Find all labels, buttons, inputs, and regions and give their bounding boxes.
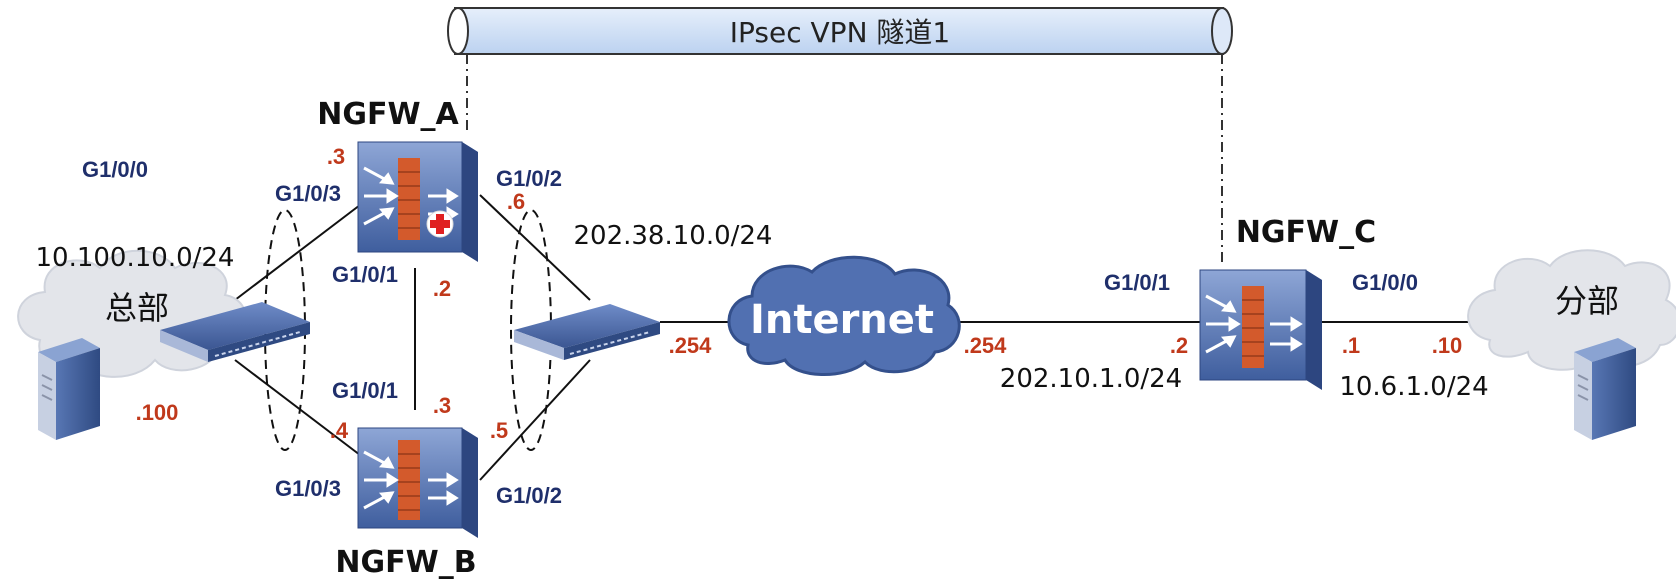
c-wan-subnet-label: 202.10.1.0/24 bbox=[1000, 364, 1182, 394]
ngfw-c-g101-ip: .2 bbox=[1170, 333, 1188, 358]
branch-site-label: 分部 bbox=[1555, 282, 1619, 320]
branch-cloud: 分部 bbox=[1467, 249, 1676, 371]
ngfw-a-g101-ip: .2 bbox=[433, 276, 451, 301]
ngfw-c-g101-label: G1/0/1 bbox=[1104, 270, 1170, 295]
links bbox=[234, 194, 1480, 481]
upstream-gateway-ip: .254 bbox=[669, 333, 713, 358]
ngfw-a-title: NGFW_A bbox=[317, 97, 459, 132]
upstream-subnet-label: 202.38.10.0/24 bbox=[574, 221, 773, 251]
ipsec-tunnel: IPsec VPN 隧道1 bbox=[447, 7, 1233, 55]
ngfw-c-g100-label: G1/0/0 bbox=[1352, 270, 1418, 295]
hq-server-icon bbox=[38, 338, 100, 440]
ngfw-a-g103-label: G1/0/3 bbox=[275, 181, 341, 206]
hq-server-ip: .100 bbox=[136, 400, 179, 425]
hq-site-label: 总部 bbox=[105, 289, 169, 327]
branch-server-icon bbox=[1574, 338, 1636, 440]
hq-subnet-label: 10.100.10.0/24 bbox=[36, 243, 235, 273]
ngfw-b-g103-ip: .4 bbox=[330, 418, 349, 443]
isp-gateway-ip: .254 bbox=[964, 333, 1008, 358]
ngfw-a-g103-ip: .3 bbox=[327, 144, 345, 169]
hq-switch-icon bbox=[160, 302, 310, 362]
ngfw-b-icon bbox=[357, 427, 478, 538]
upstream-switch-icon bbox=[514, 304, 660, 360]
ngfw-a-g102-ip: .6 bbox=[507, 189, 525, 214]
ngfw-b-title: NGFW_B bbox=[335, 545, 476, 580]
tunnel-label: IPsec VPN 隧道1 bbox=[730, 16, 950, 49]
ngfw-c-g100-ip: .1 bbox=[1342, 333, 1360, 358]
ngfw-a-icon bbox=[357, 141, 478, 262]
ngfw-b-g101-ip: .3 bbox=[433, 393, 451, 418]
hq-interface-label: G1/0/0 bbox=[82, 157, 148, 182]
ngfw-c-icon bbox=[1199, 269, 1322, 390]
ngfw-b-g103-label: G1/0/3 bbox=[275, 476, 341, 501]
internet-label: Internet bbox=[750, 297, 934, 343]
ngfw-b-g101-label: G1/0/1 bbox=[332, 378, 398, 403]
internet-cloud-icon: Internet bbox=[727, 255, 961, 376]
branch-server-ip: .10 bbox=[1432, 333, 1463, 358]
ngfw-b-g102-ip: .5 bbox=[490, 418, 508, 443]
ngfw-b-g102-label: G1/0/2 bbox=[496, 483, 562, 508]
ngfw-c-title: NGFW_C bbox=[1236, 215, 1376, 250]
branch-subnet-label: 10.6.1.0/24 bbox=[1339, 372, 1488, 402]
ngfw-a-g101-label: G1/0/1 bbox=[332, 262, 398, 287]
ngfw-a-g102-label: G1/0/2 bbox=[496, 166, 562, 191]
